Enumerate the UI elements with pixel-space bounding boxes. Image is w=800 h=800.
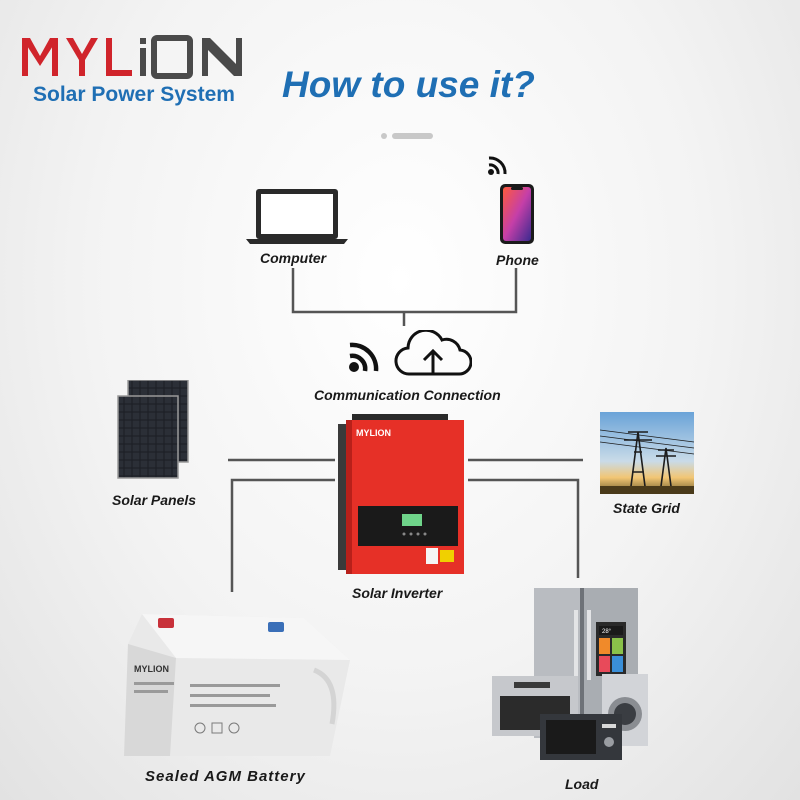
page-headline: How to use it? (282, 64, 535, 105)
carousel-dot[interactable] (381, 133, 387, 139)
inverter-label: Solar Inverter (352, 585, 443, 601)
carousel-indicator[interactable] (375, 131, 435, 141)
power-grid-icon (600, 412, 694, 494)
communication-label: Communication Connection (314, 387, 501, 403)
smartphone-icon (500, 184, 534, 244)
cloud-upload-icon (394, 330, 472, 376)
computer-label: Computer (260, 250, 327, 266)
battery-label: Sealed AGM Battery (145, 768, 306, 785)
fridge-display-text: 28° (602, 629, 612, 635)
inverter-icon: MYLION (338, 414, 464, 574)
mylion-logo (22, 35, 242, 79)
brand-subtitle: Solar Power System (33, 83, 235, 106)
carousel-dot-active[interactable] (392, 133, 433, 139)
appliances-icon: 28° (492, 588, 648, 760)
solar-panels-label: Solar Panels (112, 492, 197, 508)
phone-label: Phone (496, 252, 539, 268)
laptop-icon (246, 189, 348, 244)
wifi-icon (488, 156, 507, 175)
svg-text:MYLION: MYLION (356, 428, 391, 438)
load-label: Load (565, 776, 599, 792)
solar-panel-icon (117, 380, 189, 479)
state-grid-label: State Grid (613, 500, 680, 516)
battery-icon: MYLION (124, 614, 350, 756)
wifi-icon (349, 342, 379, 372)
svg-text:MYLION: MYLION (134, 664, 169, 674)
